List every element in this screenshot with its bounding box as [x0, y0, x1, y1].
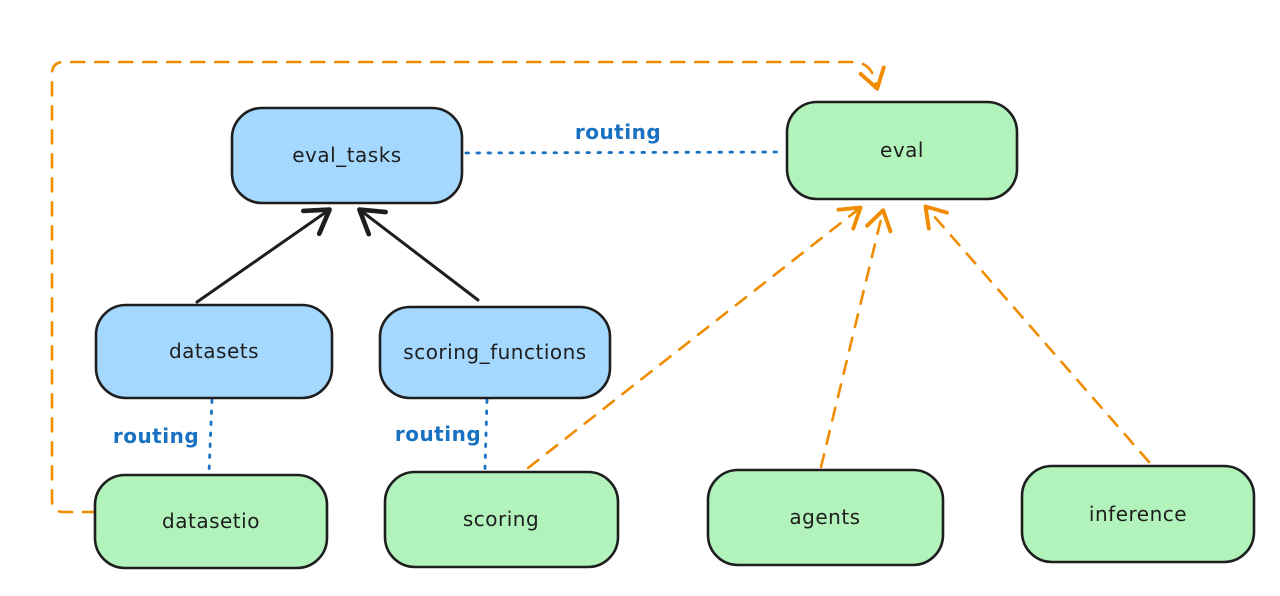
edge-scoring-functions-to-eval-tasks: [357, 207, 480, 302]
node-datasets-label: datasets: [169, 339, 259, 363]
node-eval-tasks-label: eval_tasks: [292, 143, 401, 167]
node-eval: eval: [785, 100, 1019, 201]
edge-routing-datasets-to-datasetio: [207, 398, 214, 474]
routing-label-scoring: routing: [395, 422, 481, 446]
node-datasets: datasets: [94, 303, 334, 400]
node-eval-shape: [785, 100, 1019, 201]
node-scoring: scoring: [383, 470, 620, 569]
node-datasets-shape: [94, 303, 334, 400]
routing-label-datasets: routing: [113, 424, 199, 448]
node-scoring-label: scoring: [463, 507, 539, 531]
edge-datasetio-to-eval: [50, 60, 886, 514]
node-scoring-functions-label: scoring_functions: [403, 340, 586, 364]
edge-routing-eval-tasks-to-eval: [464, 150, 786, 155]
node-eval-tasks-shape: [230, 106, 464, 205]
routing-label-top: routing: [575, 120, 661, 144]
edge-agents-to-eval: [819, 208, 893, 469]
edge-inference-to-eval: [923, 204, 1151, 464]
node-scoring-functions-shape: [378, 305, 612, 400]
node-scoring-functions: scoring_functions: [378, 305, 612, 400]
node-datasetio-label: datasetio: [162, 509, 260, 533]
node-eval-tasks: eval_tasks: [230, 106, 464, 205]
node-scoring-shape: [383, 470, 620, 569]
node-agents: agents: [706, 468, 945, 567]
edge-routing-scoring-functions-to-scoring: [483, 398, 489, 471]
node-datasetio-shape: [93, 473, 329, 570]
node-agents-shape: [706, 468, 945, 567]
node-datasetio: datasetio: [93, 473, 329, 570]
node-inference-label: inference: [1089, 502, 1187, 526]
node-inference-shape: [1020, 464, 1256, 564]
node-eval-label: eval: [880, 138, 924, 162]
edge-datasets-to-eval-tasks: [195, 207, 332, 304]
node-inference: inference: [1020, 464, 1256, 564]
node-agents-label: agents: [789, 505, 860, 529]
